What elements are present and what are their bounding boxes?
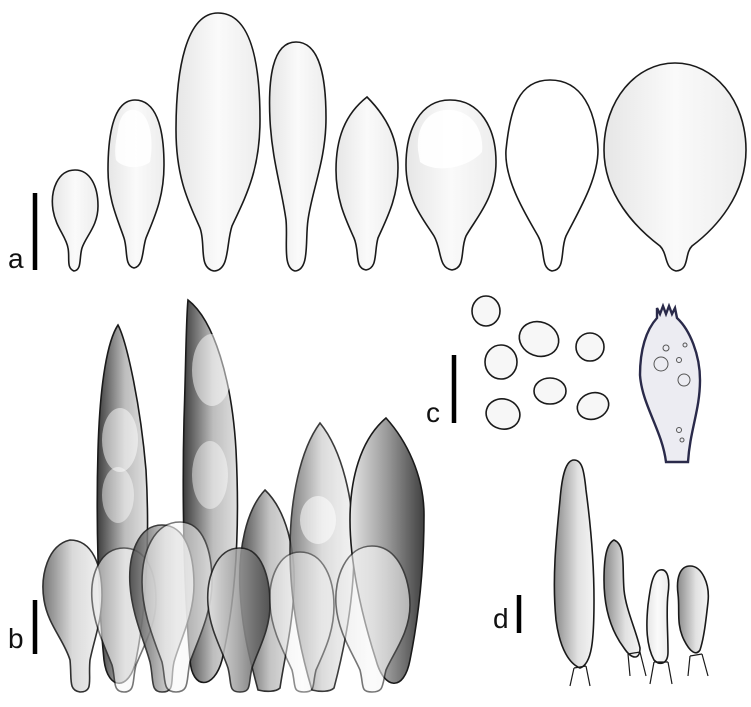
panel-label-c: c bbox=[426, 397, 440, 428]
cystidium-a3 bbox=[175, 12, 261, 272]
cystidium-b2-vacuole bbox=[192, 334, 232, 406]
cystidium-a4 bbox=[268, 41, 327, 272]
panel-b: b bbox=[8, 298, 425, 693]
spore-6 bbox=[485, 398, 521, 430]
panel-d: d bbox=[493, 459, 710, 687]
septum-d4 bbox=[687, 653, 709, 677]
panel-label-b: b bbox=[8, 623, 24, 654]
cystidium-a7 bbox=[505, 79, 599, 272]
spore-4 bbox=[575, 332, 605, 362]
panel-c: c bbox=[426, 295, 702, 464]
septum-d3 bbox=[649, 661, 673, 685]
cystidium-b11 bbox=[335, 545, 411, 693]
oil-droplet bbox=[679, 437, 685, 443]
cystidia-row-a bbox=[51, 12, 747, 272]
caulocystidium-d4 bbox=[676, 565, 710, 654]
panel-label-d: d bbox=[493, 603, 509, 634]
oil-droplet bbox=[677, 373, 691, 387]
cystidium-b12 bbox=[268, 551, 335, 693]
cystidium-a1 bbox=[51, 169, 99, 272]
cystidium-a8 bbox=[603, 62, 747, 272]
cystidium-a5 bbox=[335, 95, 399, 271]
spore-1 bbox=[471, 295, 501, 327]
septum-d1 bbox=[569, 665, 591, 687]
cystidium-b2-vacuole-2 bbox=[192, 441, 228, 509]
spore-7 bbox=[576, 391, 610, 421]
caulocystidium-d1 bbox=[553, 459, 595, 669]
spore-3 bbox=[484, 344, 518, 380]
caulocystidium-d3 bbox=[646, 569, 670, 665]
oil-droplet bbox=[653, 356, 669, 372]
spore-5 bbox=[533, 377, 567, 405]
cystidium-a6-highlight bbox=[417, 109, 483, 169]
cystidium-b1-vacuole-2 bbox=[102, 467, 134, 523]
cystidium-a2-highlight bbox=[115, 109, 152, 168]
cheilocystidia-cluster-b bbox=[42, 298, 425, 693]
panel-a: a bbox=[8, 12, 747, 274]
basidium-c bbox=[638, 302, 702, 464]
oil-droplet bbox=[676, 357, 682, 363]
cystidium-b6 bbox=[42, 539, 103, 693]
oil-droplet bbox=[682, 342, 688, 348]
oil-droplet bbox=[676, 427, 682, 433]
panel-label-a: a bbox=[8, 243, 24, 274]
cystidium-b1-vacuole bbox=[102, 408, 138, 472]
oil-droplet bbox=[662, 344, 670, 352]
basidiospores-c bbox=[471, 295, 610, 430]
basidium-body bbox=[638, 302, 702, 464]
caulocystidia-d bbox=[553, 459, 710, 687]
spore-2 bbox=[518, 320, 560, 358]
caulocystidium-d2 bbox=[603, 539, 641, 658]
cystidium-b4-vacuole bbox=[300, 496, 336, 544]
septum-d2 bbox=[627, 651, 647, 677]
